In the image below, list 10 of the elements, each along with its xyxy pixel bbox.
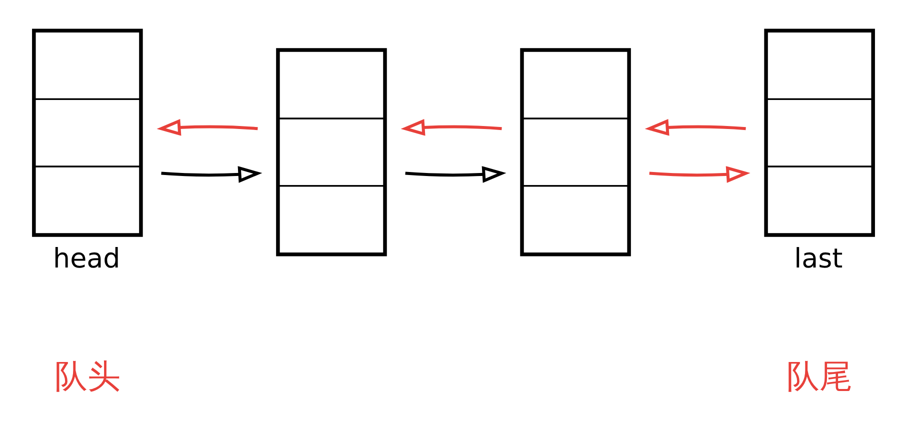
- node-label: last: [794, 242, 843, 274]
- arrow: [405, 166, 506, 182]
- arrow: [161, 166, 262, 182]
- arrow: [644, 118, 746, 136]
- node-label: head: [52, 242, 120, 274]
- label: 队头: [54, 356, 120, 395]
- arrow: [156, 118, 258, 136]
- arrow: [649, 166, 750, 182]
- arrow: [400, 118, 502, 136]
- label: 队尾: [786, 356, 853, 395]
